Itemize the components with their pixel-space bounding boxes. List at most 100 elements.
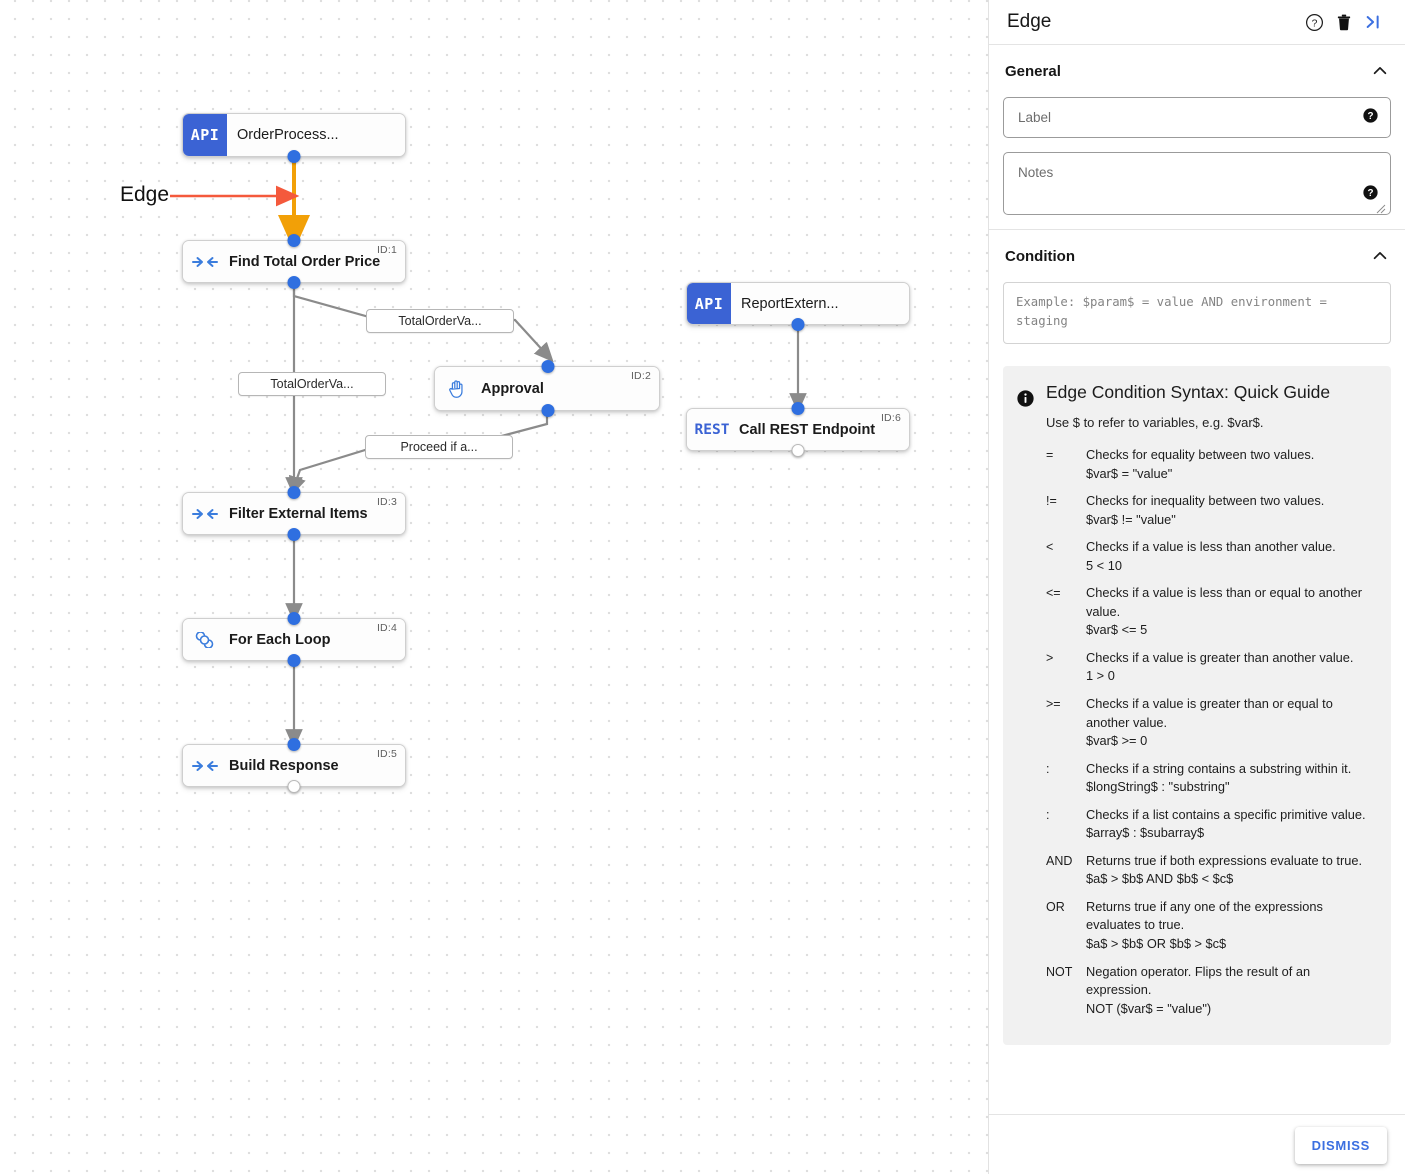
operator-key: NOT: [1046, 964, 1073, 979]
node-port-in[interactable]: [287, 486, 301, 499]
node-port-out[interactable]: [287, 528, 301, 541]
node-port-in[interactable]: [287, 234, 301, 247]
condition-section: Condition Example: $param$ = value AND e…: [989, 230, 1405, 1046]
condition-quick-guide: Edge Condition Syntax: Quick Guide Use $…: [1003, 366, 1391, 1046]
node-title: Approval: [481, 380, 544, 397]
node-title: Build Response: [229, 757, 339, 774]
operator-example: 1 > 0: [1086, 668, 1115, 684]
panel-header: Edge ?: [989, 0, 1405, 45]
operator-row: = Checks for equality between two values.…: [1046, 446, 1375, 483]
condition-heading: Condition: [1005, 247, 1075, 265]
api-badge-icon: API: [687, 283, 731, 324]
collapse-panel-icon[interactable]: [1359, 7, 1389, 37]
operator-example: $var$ <= 5: [1086, 622, 1148, 638]
edge-annotation-label: Edge: [120, 183, 170, 206]
node-port-out[interactable]: [791, 318, 805, 331]
node-title: Filter External Items: [229, 505, 368, 522]
general-section: General Label ?: [989, 45, 1405, 215]
panel-body: General Label ?: [989, 45, 1405, 1114]
svg-text:?: ?: [1311, 18, 1317, 29]
node-title: For Each Loop: [229, 631, 331, 648]
node-build-response[interactable]: Build Response ID:5: [182, 738, 406, 793]
node-title: Find Total Order Price: [229, 253, 381, 270]
operator-example: $var$ != "value": [1086, 511, 1176, 527]
condition-input[interactable]: Example: $param$ = value AND environment…: [1003, 282, 1391, 344]
operator-key: !=: [1046, 494, 1057, 509]
condition-section-header[interactable]: Condition: [1003, 230, 1391, 282]
edge-connections: [170, 157, 807, 749]
help-circle-icon[interactable]: ?: [1299, 7, 1329, 37]
node-port-in[interactable]: [541, 360, 555, 373]
flow-canvas[interactable]: Edge API OrderProcess... Find Total Orde…: [0, 0, 988, 1174]
operator-key: :: [1046, 807, 1050, 822]
operator-description: Checks for equality between two values.: [1086, 447, 1315, 462]
node-order-process[interactable]: API OrderProcess...: [182, 113, 406, 163]
node-call-rest-endpoint[interactable]: REST Call REST Endpoint ID:6: [686, 402, 910, 457]
operator-example: $a$ > $b$ OR $b$ > $c$: [1086, 936, 1227, 952]
operator-list: = Checks for equality between two values.…: [1046, 446, 1375, 1018]
hand-icon: [435, 367, 479, 410]
operator-description: Negation operator. Flips the result of a…: [1086, 963, 1311, 998]
node-title: Call REST Endpoint: [739, 421, 876, 438]
merge-arrows-icon: [183, 493, 227, 534]
dismiss-button[interactable]: DISMISS: [1294, 1127, 1387, 1164]
node-port-out[interactable]: [287, 654, 301, 667]
edge-label[interactable]: Proceed if a...: [365, 435, 513, 459]
chevron-up-icon[interactable]: [1371, 62, 1389, 80]
svg-text:?: ?: [1367, 111, 1373, 122]
notes-field-placeholder: Notes: [1018, 165, 1054, 180]
node-title: ReportExtern...: [741, 295, 839, 312]
node-find-total-order-price[interactable]: Find Total Order Price ID:1: [182, 234, 406, 289]
label-field-placeholder: Label: [1018, 110, 1052, 125]
operator-description: Checks if a value is greater than or equ…: [1086, 696, 1333, 730]
operator-row: :Checks if a list contains a specific pr…: [1046, 806, 1375, 843]
node-port-out[interactable]: [541, 404, 555, 417]
operator-row: NOT Negation operator. Flips the result o…: [1046, 963, 1375, 1019]
operator-example: $var$ = "value": [1086, 465, 1173, 481]
api-badge-icon: API: [183, 114, 227, 156]
operator-key: >=: [1046, 697, 1061, 712]
node-port-out[interactable]: [287, 150, 301, 163]
panel-footer: DISMISS: [989, 1114, 1405, 1174]
operator-description: Checks if a value is less than or equal …: [1086, 585, 1363, 619]
label-field[interactable]: Label ?: [1003, 97, 1391, 138]
node-report-extern[interactable]: API ReportExtern...: [686, 282, 910, 331]
help-icon[interactable]: ?: [1363, 185, 1378, 205]
operator-example: $a$ > $b$ AND $b$ < $c$: [1086, 871, 1234, 887]
operator-description: Checks if a value is less than another v…: [1086, 539, 1336, 555]
node-port-out[interactable]: [287, 276, 301, 289]
operator-key: >: [1046, 650, 1054, 665]
node-id-label: ID:2: [630, 370, 651, 382]
node-port-out[interactable]: [287, 780, 301, 793]
resize-grip-icon[interactable]: [1376, 201, 1386, 214]
edge-label[interactable]: TotalOrderVa...: [366, 309, 514, 333]
help-icon[interactable]: ?: [1363, 107, 1378, 128]
node-approval[interactable]: Approval ID:2: [434, 360, 660, 417]
trash-icon[interactable]: [1329, 7, 1359, 37]
guide-subtitle: Use $ to refer to variables, e.g. $var$.: [1046, 415, 1264, 430]
node-id-label: ID:3: [376, 496, 397, 508]
node-for-each-loop[interactable]: For Each Loop ID:4: [182, 612, 406, 667]
node-id-label: ID:4: [376, 622, 397, 634]
node-filter-external-items[interactable]: Filter External Items ID:3: [182, 486, 406, 541]
node-port-in[interactable]: [791, 402, 805, 415]
operator-example: $array$ : $subarray$: [1086, 825, 1205, 841]
node-id-label: ID:6: [880, 412, 901, 424]
operator-description: Checks for inequality between two values…: [1086, 493, 1325, 509]
operator-key: =: [1046, 448, 1054, 462]
operator-description: Checks if a string contains a substring …: [1086, 760, 1352, 776]
edge-label[interactable]: TotalOrderVa...: [238, 372, 386, 396]
node-port-in[interactable]: [287, 612, 301, 625]
operator-example: $longString$ : "substring": [1086, 779, 1230, 795]
node-id-label: ID:5: [376, 748, 397, 760]
merge-arrows-icon: [183, 241, 227, 282]
operator-row: > Checks if a value is greater than anoth…: [1046, 649, 1375, 686]
node-port-in[interactable]: [287, 738, 301, 751]
general-section-header[interactable]: General: [1003, 45, 1391, 97]
node-port-out[interactable]: [791, 444, 805, 457]
notes-field[interactable]: Notes ?: [1003, 152, 1391, 215]
operator-description: Returns true if both expressions evaluat…: [1086, 852, 1362, 868]
chevron-up-icon[interactable]: [1371, 247, 1389, 265]
operator-description: Checks if a value is greater than anothe…: [1086, 649, 1354, 665]
